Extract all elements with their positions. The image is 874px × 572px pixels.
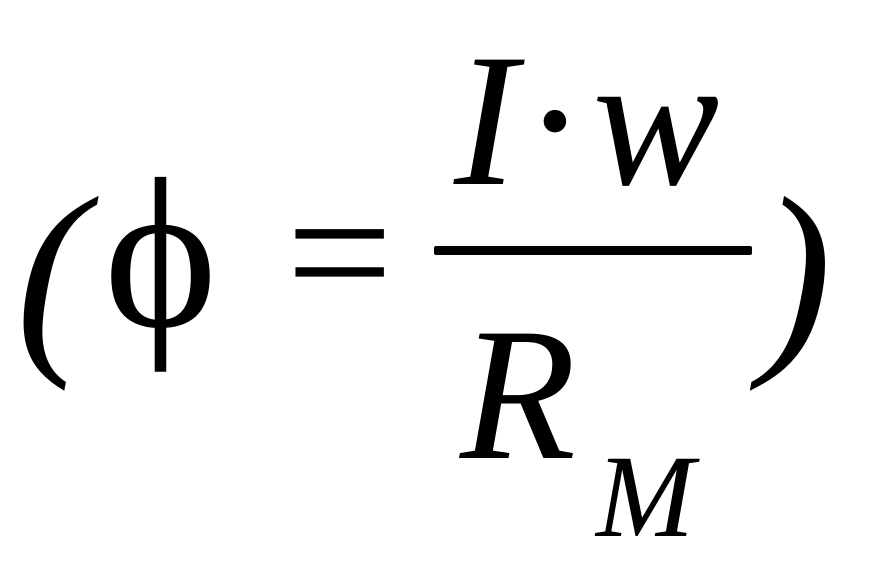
reluctance-subscript: M bbox=[596, 431, 695, 562]
turns-symbol: w bbox=[592, 16, 720, 226]
equals-sign: = bbox=[286, 148, 394, 358]
flux-symbol: ϕ bbox=[104, 134, 218, 373]
multiplication-dot: · bbox=[523, 16, 587, 226]
reluctance-symbol: R bbox=[460, 290, 577, 500]
current-symbol: I bbox=[454, 16, 518, 226]
open-parenthesis: ( bbox=[16, 153, 88, 392]
fraction-bar bbox=[434, 246, 752, 255]
close-parenthesis: ) bbox=[760, 153, 832, 392]
fraction-numerator: I·w bbox=[454, 26, 719, 216]
